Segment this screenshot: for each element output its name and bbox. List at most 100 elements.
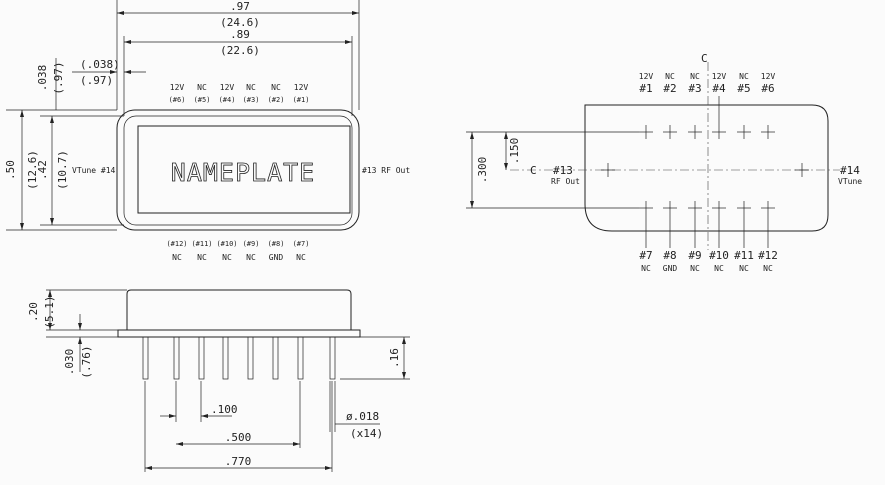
dim-pin-length: .16 — [388, 348, 401, 368]
svg-text:NC: NC — [246, 83, 256, 92]
package-outline — [116, 109, 360, 231]
side-flange — [117, 329, 361, 338]
svg-text:(#11): (#11) — [191, 240, 212, 248]
svg-text:#10: #10 — [709, 249, 729, 262]
svg-text:NC: NC — [763, 264, 773, 273]
package-inner-outline — [123, 115, 353, 226]
svg-text:12V: 12V — [761, 72, 776, 81]
centerline-symbol-top: C — [701, 52, 708, 65]
svg-text:(#6): (#6) — [169, 96, 186, 104]
svg-text:NC: NC — [690, 72, 700, 81]
dim-width-outer: .97 — [230, 0, 250, 13]
footprint-pin-13 — [601, 163, 615, 177]
dim-pin-span-total: .770 — [225, 455, 252, 468]
dim-width-inner-mm: (22.6) — [220, 44, 260, 57]
svg-text:#11: #11 — [734, 249, 754, 262]
bottom-pin-labels: (#12) NC (#11) NC (#10) NC (#9) NC (#8) … — [166, 240, 309, 262]
dim-height-outer: .50 — [4, 160, 17, 180]
dim-flange: .030 — [63, 349, 76, 376]
svg-text:#7: #7 — [639, 249, 652, 262]
rf-out-label: #13 RF Out — [362, 166, 410, 175]
svg-text:NC: NC — [222, 253, 232, 262]
svg-text:NC: NC — [271, 83, 281, 92]
dim-half-spacing: .150 — [508, 138, 521, 165]
svg-text:NC: NC — [665, 72, 675, 81]
svg-text:12V: 12V — [294, 83, 309, 92]
svg-text:NC: NC — [714, 264, 724, 273]
dim-body-height-mm: (5.1) — [43, 295, 56, 328]
footprint-view: C C — [466, 52, 862, 273]
svg-text:(#12): (#12) — [166, 240, 187, 248]
dim-width-outer-mm: (24.6) — [220, 16, 260, 29]
svg-text:NC: NC — [690, 264, 700, 273]
svg-text:#2: #2 — [663, 82, 676, 95]
footprint-pin-14 — [795, 163, 809, 177]
footprint-top-labels: 12V #1 NC #2 NC #3 12V #4 NC #5 12V #6 — [639, 72, 776, 95]
svg-text:GND: GND — [269, 253, 284, 262]
svg-text:NC: NC — [172, 253, 182, 262]
dim-offset-mm-h: (.97) — [80, 74, 113, 87]
pin14-number: #14 — [840, 164, 860, 177]
pin13-function: RF Out — [551, 177, 580, 186]
dim-offset-mm-v: (.97) — [52, 61, 65, 94]
svg-text:GND: GND — [663, 264, 678, 273]
dim-width-inner: .89 — [230, 28, 250, 41]
svg-text:#4: #4 — [712, 82, 726, 95]
dim-body-height: .20 — [27, 302, 40, 322]
svg-text:(#10): (#10) — [216, 240, 237, 248]
svg-text:(#8): (#8) — [268, 240, 285, 248]
svg-text:(#7): (#7) — [293, 240, 310, 248]
svg-text:(#4): (#4) — [219, 96, 236, 104]
svg-text:NC: NC — [246, 253, 256, 262]
svg-text:12V: 12V — [170, 83, 185, 92]
vtune-label: VTune #14 — [72, 166, 116, 175]
side-pins — [142, 336, 336, 380]
svg-text:(#9): (#9) — [243, 240, 260, 248]
svg-text:NC: NC — [197, 83, 207, 92]
dim-pin-count: (x14) — [350, 427, 383, 440]
top-pin-labels: 12V (#6) NC (#5) 12V (#4) NC (#3) NC (#2… — [169, 83, 310, 104]
footprint-top-pins — [639, 125, 775, 139]
svg-text:#8: #8 — [663, 249, 676, 262]
dim-height-inner: .42 — [36, 160, 49, 180]
svg-text:NC: NC — [739, 72, 749, 81]
pin14-function: VTune — [838, 177, 862, 186]
nameplate-text: NAMEPLATE — [171, 158, 315, 187]
svg-text:12V: 12V — [712, 72, 727, 81]
side-body — [126, 289, 352, 330]
svg-text:NC: NC — [197, 253, 207, 262]
dim-offset-in-paren: (.038) — [80, 58, 120, 71]
svg-text:NC: NC — [739, 264, 749, 273]
footprint-bottom-labels: #7 NC #8 GND #9 NC #10 NC #11 NC #12 NC — [639, 249, 778, 273]
svg-text:NC: NC — [641, 264, 651, 273]
dim-row-spacing: .300 — [476, 157, 489, 184]
svg-text:#3: #3 — [688, 82, 701, 95]
nameplate-box — [137, 125, 351, 214]
dim-height-outer-mm: (12.6) — [26, 150, 39, 190]
svg-text:#12: #12 — [758, 249, 778, 262]
svg-text:NC: NC — [296, 253, 306, 262]
footprint-bottom-pins — [639, 201, 775, 215]
side-view: .20 (5.1) .030 (.76) .16 .100 .500 — [27, 289, 410, 472]
svg-text:(#5): (#5) — [194, 96, 211, 104]
dim-pin-pitch: .100 — [211, 403, 238, 416]
top-view: NAMEPLATE .97 (24.6) .89 (22.6) (.038) (… — [4, 0, 410, 262]
svg-text:(#3): (#3) — [243, 96, 260, 104]
dim-flange-mm: (.76) — [80, 345, 93, 378]
svg-text:#9: #9 — [688, 249, 701, 262]
dim-pin-span-5: .500 — [225, 431, 252, 444]
svg-text:#5: #5 — [737, 82, 750, 95]
pin13-number: #13 — [553, 164, 573, 177]
svg-text:(#1): (#1) — [293, 96, 310, 104]
dim-pin-diameter: ø.018 — [346, 410, 379, 423]
svg-text:(#2): (#2) — [268, 96, 285, 104]
svg-text:#6: #6 — [761, 82, 774, 95]
centerline-symbol-left: C — [530, 164, 537, 177]
svg-text:12V: 12V — [220, 83, 235, 92]
footprint-outline — [584, 104, 829, 232]
svg-text:12V: 12V — [639, 72, 654, 81]
dim-offset-in-v: .038 — [36, 65, 49, 92]
dim-height-inner-mm: (10.7) — [56, 150, 69, 190]
svg-text:#1: #1 — [639, 82, 652, 95]
